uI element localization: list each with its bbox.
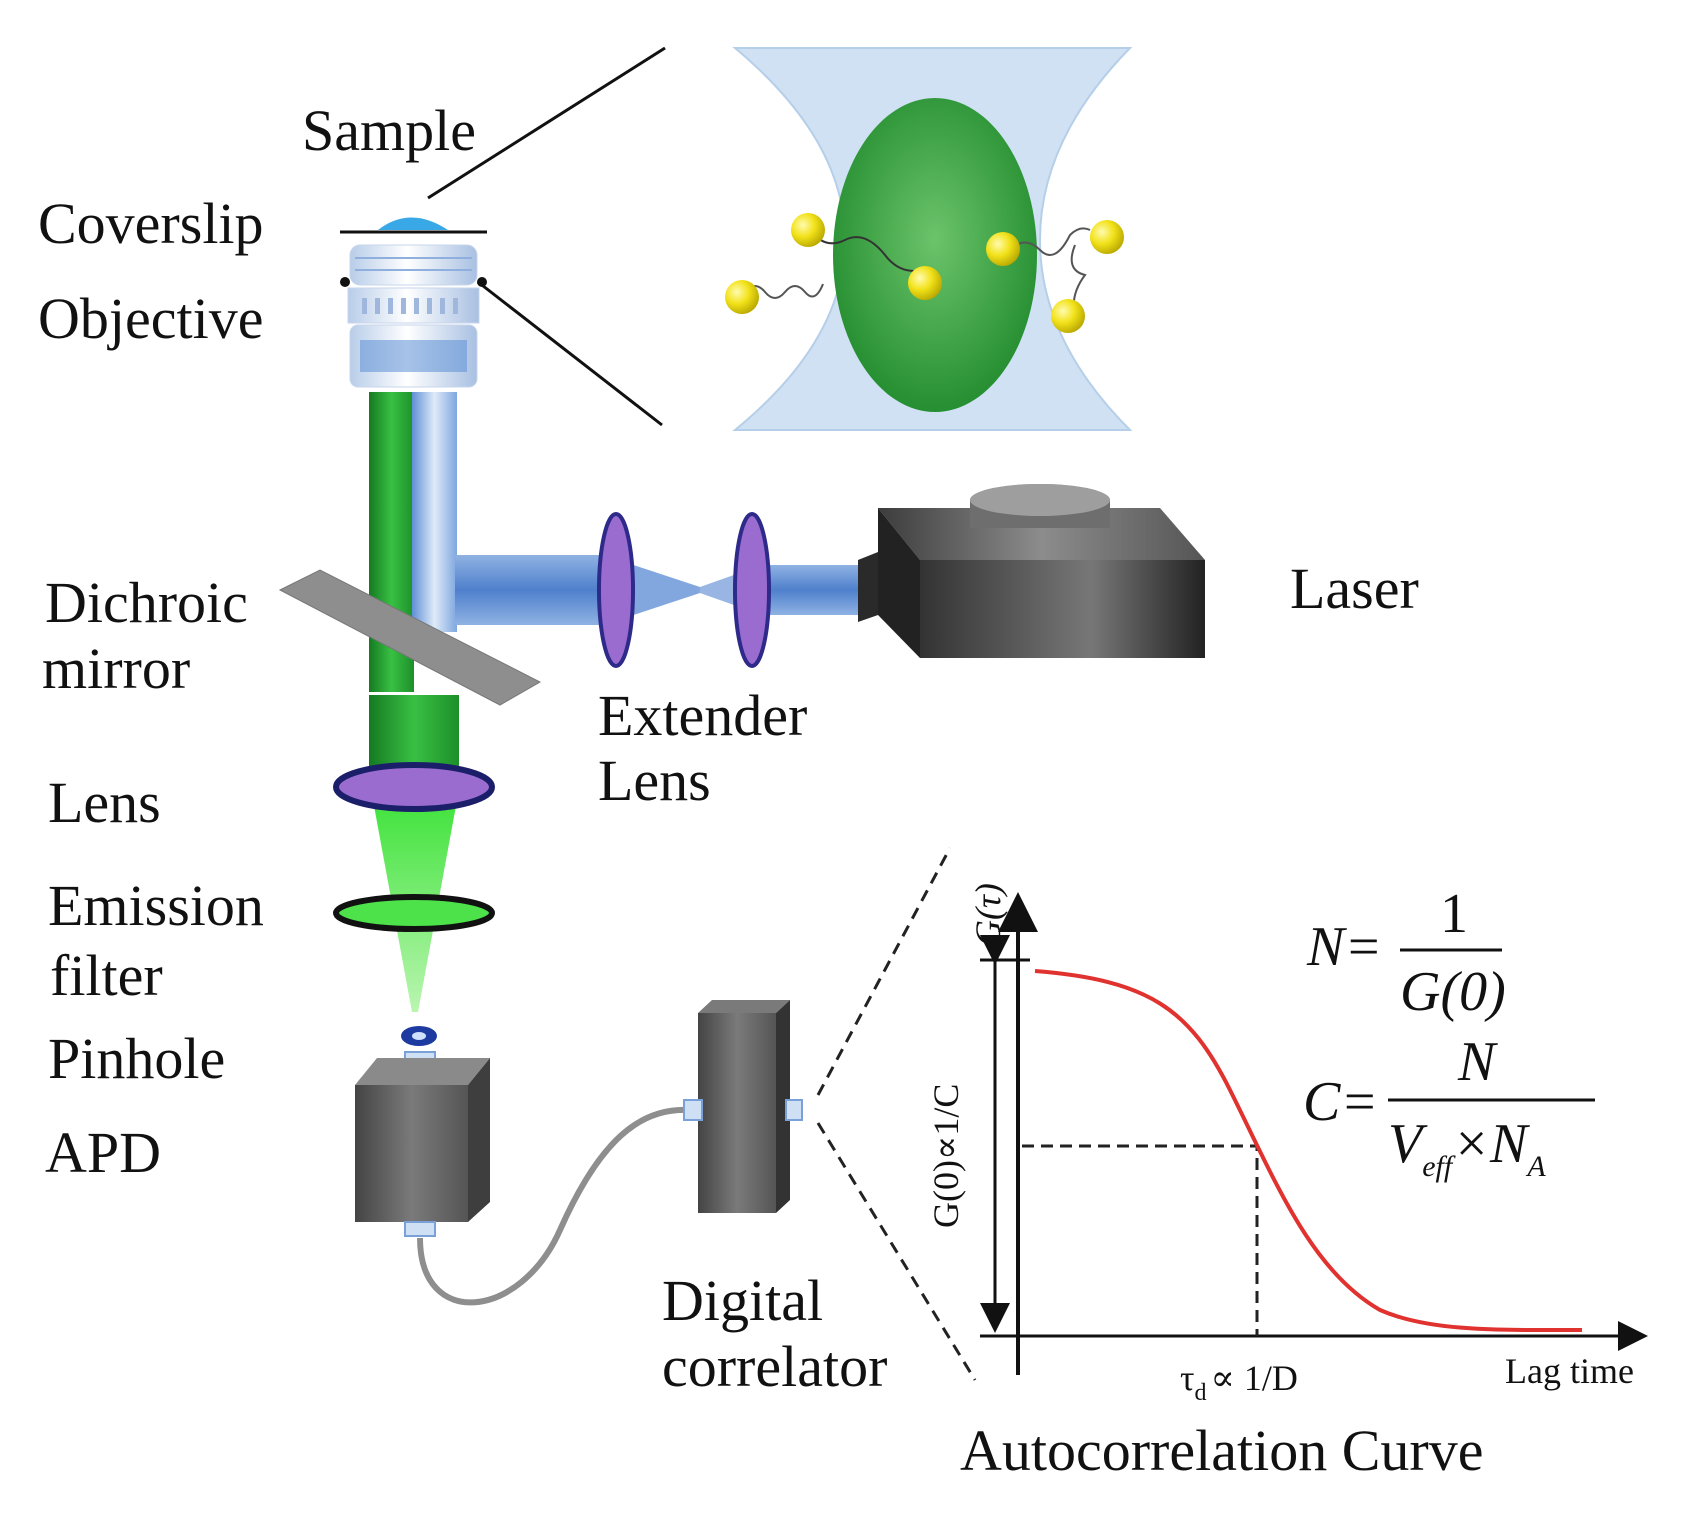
zoom-line-top <box>427 46 666 200</box>
molecule-6 <box>1051 299 1085 333</box>
eq-c-numerator: N <box>1457 1031 1498 1093</box>
focal-ellipsoid <box>833 98 1037 412</box>
eq-c-denominator: Veff×NA <box>1388 1113 1546 1183</box>
label-pinhole: Pinhole <box>48 1026 225 1091</box>
molecule-5 <box>1090 220 1124 254</box>
label-emission-line2: filter <box>50 943 163 1008</box>
molecule-4 <box>986 232 1020 266</box>
molecule-tether-3 <box>1009 227 1091 256</box>
molecule-2 <box>791 213 825 247</box>
plot-zoom-line-top <box>816 847 952 1096</box>
label-coverslip: Coverslip <box>38 191 264 256</box>
pinhole-aperture <box>412 1032 426 1040</box>
amplitude-label: G(0)∝1/C <box>926 1084 966 1228</box>
label-extender-line2: Lens <box>598 748 711 813</box>
label-sample: Sample <box>302 98 476 163</box>
sample-drop <box>378 217 448 230</box>
x-axis-label: Lag time <box>1505 1351 1634 1391</box>
eq-c-lhs: C= <box>1303 1071 1378 1133</box>
extender-lens-2 <box>733 512 771 668</box>
equations: N= 1 G(0) C= N Veff×NA <box>1303 883 1595 1183</box>
emission-filter <box>333 894 495 932</box>
half-max-dashed-line <box>1022 1144 1259 1336</box>
y-axis-label: G(τ) <box>968 883 1008 946</box>
laser <box>858 484 1205 658</box>
label-objective: Objective <box>38 286 263 351</box>
excitation-beam-vertical <box>412 392 457 632</box>
eq-n-lhs: N= <box>1306 916 1382 978</box>
zoom-line-bottom <box>477 280 663 427</box>
label-emission-line1: Emission <box>48 873 264 938</box>
label-lens: Lens <box>48 770 161 835</box>
autocorrelation-plot: G(τ) G(0)∝1/C Lag time τd∝ 1/D Autocorre… <box>926 883 1648 1483</box>
focal-volume-inset <box>725 47 1133 431</box>
signal-cable <box>417 1106 689 1306</box>
molecule-1 <box>725 280 759 314</box>
tau-label: τd∝ 1/D <box>1180 1358 1298 1406</box>
label-apd: APD <box>45 1120 161 1185</box>
molecule-3 <box>908 266 942 300</box>
label-dichroic-line2: mirror <box>42 636 190 701</box>
objective <box>340 244 487 388</box>
label-correlator-line2: correlator <box>662 1334 887 1399</box>
label-laser: Laser <box>1290 556 1419 621</box>
molecule-tether-2 <box>809 229 924 272</box>
eq-n-numerator: 1 <box>1440 883 1468 945</box>
apd-detector <box>355 1051 490 1237</box>
label-extender-line1: Extender <box>598 683 807 748</box>
plot-title: Autocorrelation Curve <box>960 1418 1483 1483</box>
dichroic-mirror <box>278 569 542 706</box>
autocorrelation-curve <box>1034 969 1583 1333</box>
plot-zoom-line-bottom <box>816 1122 977 1381</box>
focusing-lens <box>333 762 495 812</box>
excitation-beam-horizontal <box>455 555 603 625</box>
molecule-tether-1 <box>744 283 824 299</box>
digital-correlator <box>683 1000 803 1213</box>
label-correlator-line1: Digital <box>662 1268 823 1333</box>
extender-lens-1 <box>597 512 635 668</box>
eq-n-denominator: G(0) <box>1400 961 1506 1023</box>
label-dichroic-line1: Dichroic <box>45 570 248 635</box>
